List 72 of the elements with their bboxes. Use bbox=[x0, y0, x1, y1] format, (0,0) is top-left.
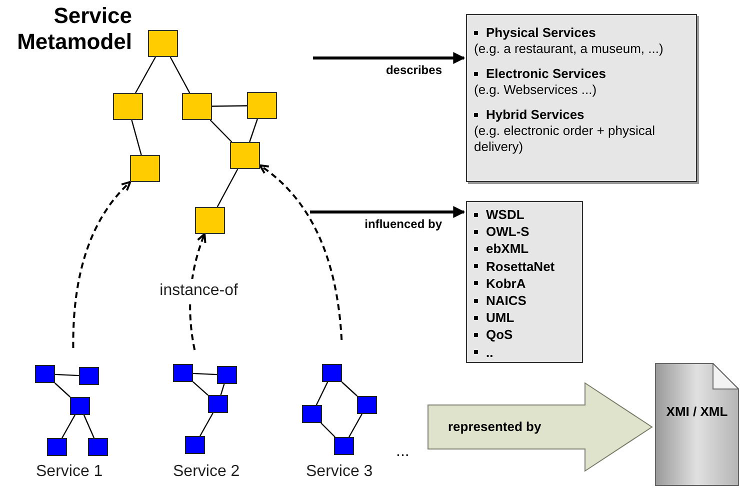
list-item: .. bbox=[474, 344, 575, 361]
list-item: Electronic Services bbox=[474, 66, 689, 82]
list-item: WSDL bbox=[474, 206, 575, 224]
document-label: XMI / XML bbox=[665, 403, 729, 420]
connector-line bbox=[62, 414, 76, 438]
connector-line bbox=[210, 120, 232, 142]
connector-line bbox=[216, 168, 238, 208]
instance-box bbox=[173, 364, 193, 382]
connector-line bbox=[348, 414, 362, 438]
instance-box bbox=[208, 395, 228, 413]
connector-line bbox=[131, 120, 142, 156]
connector-line bbox=[54, 382, 71, 398]
list-note: (e.g. Webservices ...) bbox=[474, 82, 598, 98]
connector-line bbox=[316, 382, 328, 406]
class-box bbox=[182, 93, 212, 120]
list-item: QoS bbox=[474, 326, 575, 344]
connector-line bbox=[170, 56, 190, 94]
instance-box bbox=[79, 367, 99, 385]
edge-label: describes bbox=[386, 62, 442, 79]
list-item: OWL-S bbox=[474, 223, 575, 240]
connector-line bbox=[200, 412, 214, 436]
list-item: UML bbox=[474, 309, 575, 326]
list-note: (e.g. electronic order + physical delivery) bbox=[474, 123, 656, 155]
dashed-arrow bbox=[72, 181, 132, 348]
instance-box bbox=[302, 405, 322, 423]
class-box bbox=[195, 207, 225, 234]
arrow bbox=[313, 52, 466, 64]
ellipsis: ... bbox=[396, 442, 410, 462]
connector-line bbox=[320, 422, 336, 438]
instance-box bbox=[47, 438, 67, 456]
class-box bbox=[148, 30, 178, 57]
diagram-title: Service Metamodel bbox=[16, 3, 132, 55]
connector-line bbox=[220, 384, 225, 396]
class-box bbox=[113, 93, 143, 120]
connector-line bbox=[341, 382, 358, 396]
service-label: Service 3 bbox=[306, 462, 373, 482]
instance-box bbox=[322, 364, 342, 382]
instance-box bbox=[35, 365, 55, 383]
class-box bbox=[247, 92, 277, 119]
instance-box bbox=[357, 396, 377, 414]
list-item: Hybrid Services bbox=[474, 107, 689, 123]
connector-line bbox=[212, 105, 248, 107]
document-shape bbox=[655, 363, 739, 486]
list-item: Physical Services bbox=[474, 25, 689, 41]
class-box bbox=[130, 155, 160, 182]
instance-box bbox=[88, 438, 108, 456]
connector-line bbox=[192, 381, 208, 396]
service-label: Service 1 bbox=[36, 462, 103, 482]
dashed-arrow bbox=[259, 164, 343, 340]
list-item: KobrA bbox=[474, 274, 575, 292]
arrow bbox=[310, 206, 466, 218]
list-item: RosettaNet bbox=[474, 258, 575, 275]
block-arrow bbox=[428, 382, 653, 472]
service-label: Service 2 bbox=[173, 462, 240, 482]
standards-box bbox=[466, 201, 583, 363]
list-item: ebXML bbox=[474, 240, 575, 258]
list-note: (e.g. a restaurant, a museum, ...) bbox=[474, 41, 664, 57]
connector-line bbox=[83, 414, 95, 438]
edge-label: influenced by bbox=[364, 216, 442, 233]
connector-line bbox=[54, 374, 80, 376]
instance-box bbox=[334, 437, 354, 455]
service-types-box bbox=[466, 14, 697, 182]
class-box bbox=[230, 142, 260, 169]
connector-line bbox=[249, 118, 258, 142]
instance-box bbox=[70, 397, 90, 415]
connector-line bbox=[192, 372, 218, 376]
list-item: NAICS bbox=[474, 292, 575, 310]
edge-label: instance-of bbox=[158, 279, 240, 303]
instance-box bbox=[217, 366, 237, 384]
arrow-label: represented by bbox=[448, 418, 542, 436]
connector-line bbox=[134, 56, 156, 94]
instance-box bbox=[185, 436, 205, 454]
